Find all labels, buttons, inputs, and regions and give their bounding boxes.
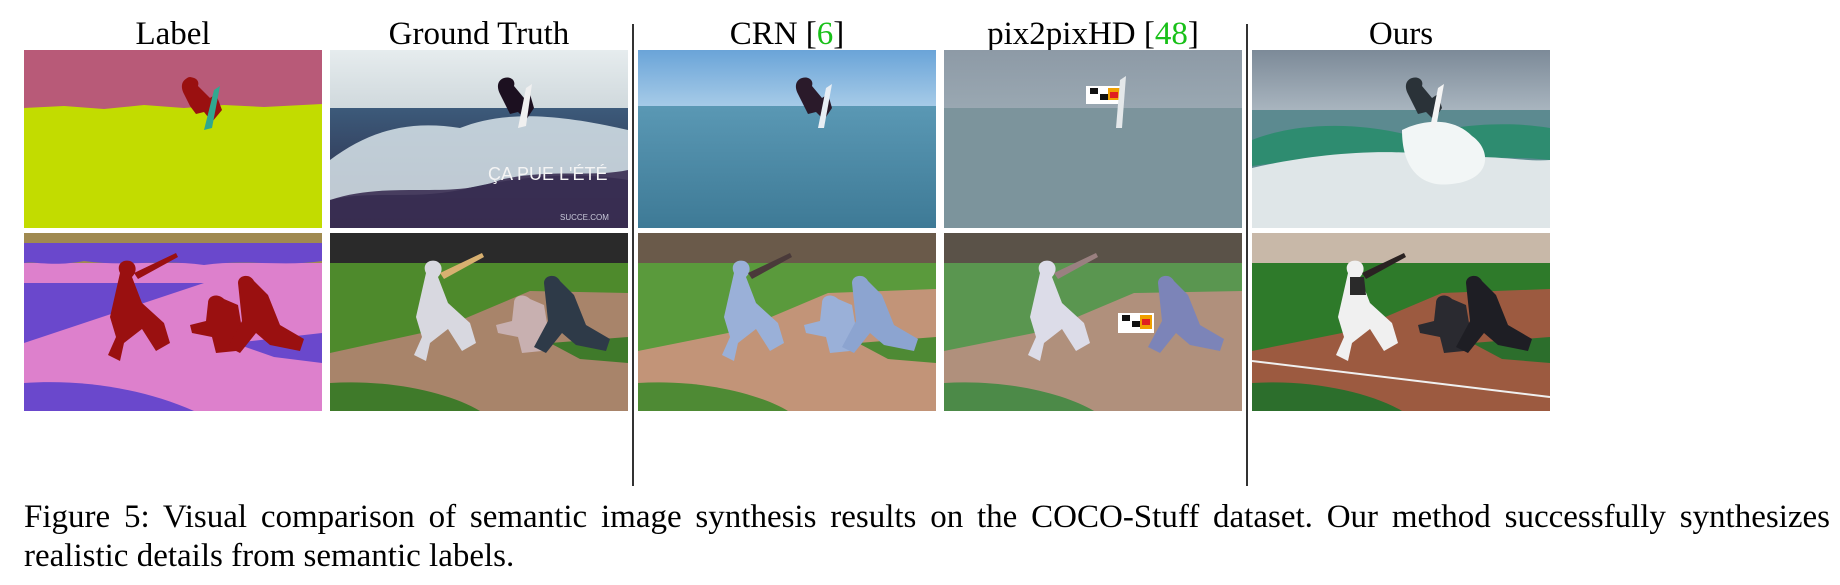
watermark-small: SUCCE.COM <box>560 213 609 222</box>
figure-caption: Figure 5: Visual comparison of semantic … <box>24 498 1830 576</box>
citation-link[interactable]: 6 <box>816 16 834 52</box>
figure-caption-text: Visual comparison of semantic image synt… <box>24 499 1831 574</box>
column-title-text: CRN [ <box>729 16 817 52</box>
column-title-text: Ground Truth <box>388 16 570 52</box>
column-title-label: Label <box>24 14 322 54</box>
column-title-ground-truth: Ground Truth <box>330 14 628 54</box>
watermark-text: ÇA PUE L'ÉTÉ <box>488 164 607 184</box>
column-title-bracket: ] <box>833 16 845 52</box>
column-title-text: Label <box>135 16 211 52</box>
column-title-ours: Ours <box>1252 14 1550 54</box>
image-ours-surfer <box>1252 50 1550 228</box>
column-divider <box>1246 24 1248 486</box>
column-title-text: Ours <box>1368 16 1434 52</box>
image-ground-truth-baseball <box>330 233 628 411</box>
column-title-pix2pixhd: pix2pixHD [48] <box>944 14 1242 54</box>
column-title-crn: CRN [6] <box>638 14 936 54</box>
image-pix2pixhd-surfer <box>944 50 1242 228</box>
image-label-surfer <box>24 50 322 228</box>
figure-caption-prefix: Figure 5: <box>24 499 150 535</box>
image-pix2pixhd-baseball <box>944 233 1242 411</box>
image-ours-baseball <box>1252 233 1550 411</box>
column-title-bracket: ] <box>1187 16 1199 52</box>
image-crn-baseball <box>638 233 936 411</box>
column-title-text: pix2pixHD [ <box>987 16 1155 52</box>
image-ground-truth-surfer: ÇA PUE L'ÉTÉ SUCCE.COM <box>330 50 628 228</box>
citation-link[interactable]: 48 <box>1154 16 1188 52</box>
column-divider <box>632 24 634 486</box>
image-label-baseball <box>24 233 322 411</box>
image-crn-surfer <box>638 50 936 228</box>
